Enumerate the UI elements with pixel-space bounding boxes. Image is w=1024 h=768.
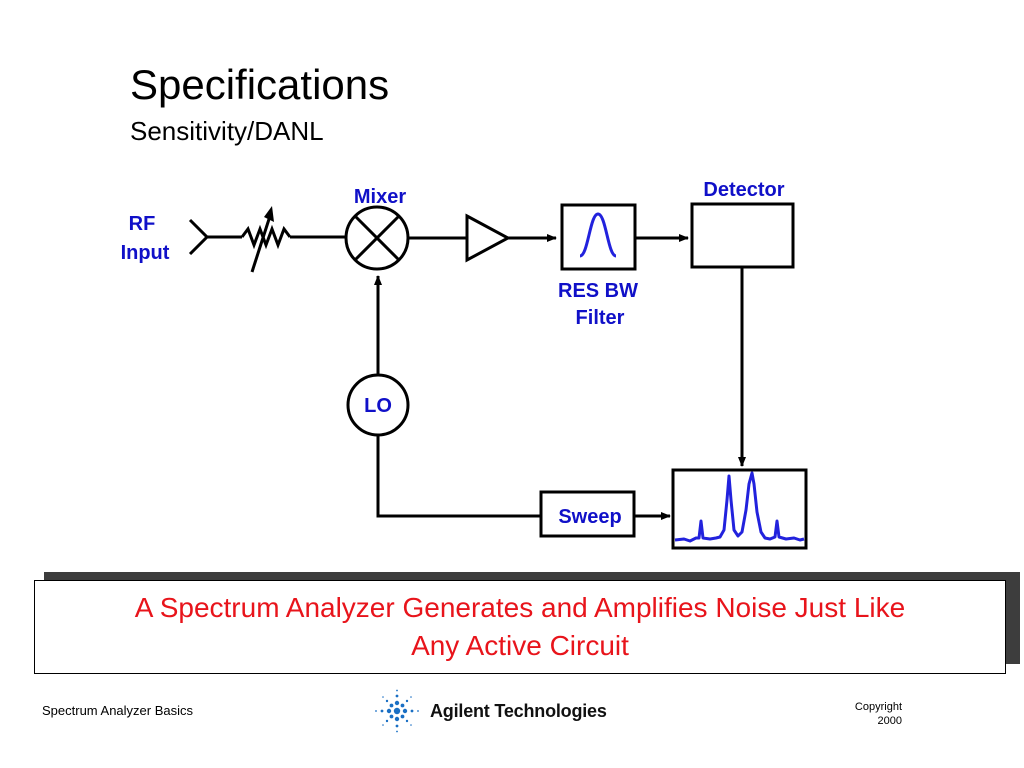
block-diagram: RF Input Mixer Detector RES BW Filter LO… (121, 179, 808, 550)
attenuator-icon (240, 206, 346, 273)
copyright-notice: Copyright 2000 (832, 700, 902, 728)
spectrum-trace (674, 471, 805, 543)
amplifier-icon (465, 213, 512, 263)
agilent-spark-icon (375, 689, 419, 733)
slide-subtitle: Sensitivity/DANL (130, 116, 324, 146)
lo-to-sweep-line (376, 435, 541, 518)
detector-box (690, 202, 795, 269)
agilent-logo-text: Agilent Technologies (430, 701, 607, 721)
mixer-label: Mixer (354, 186, 406, 208)
rf-input-label-line1: RF (129, 213, 156, 235)
copyright-line1: Copyright (854, 701, 902, 713)
callout-box: A Spectrum Analyzer Generates and Amplif… (34, 580, 1006, 674)
rf-input-label-line2: Input (121, 242, 170, 264)
res-bw-filter-box (560, 203, 637, 271)
spectrum-display (671, 468, 808, 550)
rf-input-connector (188, 218, 242, 256)
res-bw-label-line1: RES BW (558, 280, 638, 302)
detector-label: Detector (703, 179, 784, 201)
footer-course-title: Spectrum Analyzer Basics (42, 703, 194, 718)
mixer-icon (344, 205, 410, 271)
callout-text: A Spectrum Analyzer Generates and Amplif… (134, 592, 906, 661)
slide-title: Specifications (130, 61, 390, 108)
agilent-logo: Agilent Technologies (372, 688, 612, 734)
sweep-box (539, 490, 636, 538)
copyright-year: 2000 (877, 715, 902, 727)
lo-label: LO (364, 395, 392, 417)
sweep-label: Sweep (558, 506, 621, 528)
res-bw-label-line2: Filter (576, 307, 625, 329)
